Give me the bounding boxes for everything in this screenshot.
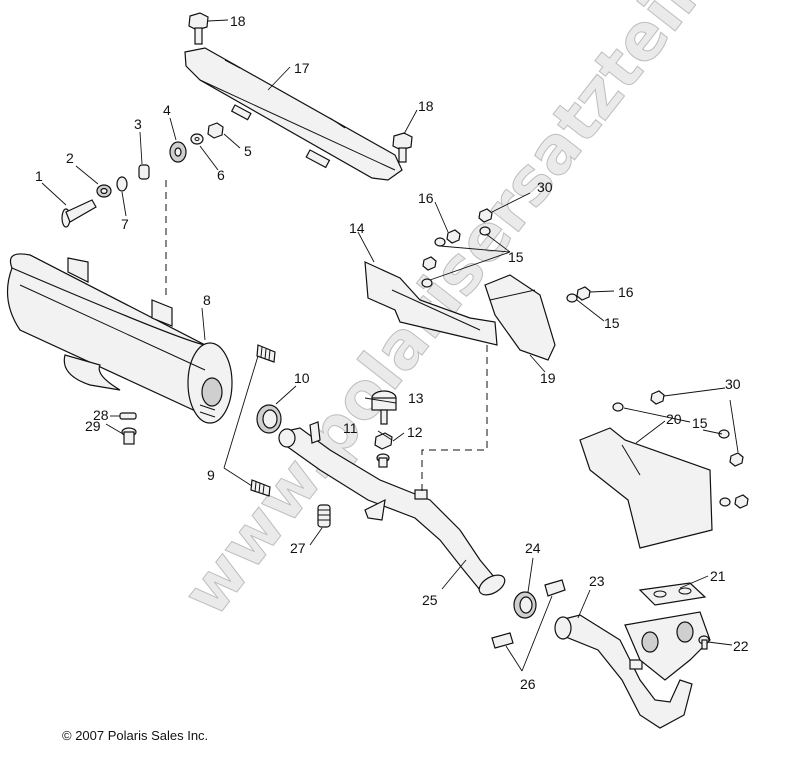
- part-18-bolt-top: [188, 12, 209, 45]
- callout-15a: 15: [508, 249, 524, 265]
- callout-20: 20: [666, 411, 682, 427]
- callout-14: 14: [349, 220, 365, 236]
- part-3-spacer: [138, 164, 150, 180]
- part-8-muffler: [6, 253, 233, 424]
- part-17-bracket: [184, 47, 403, 181]
- callout-1: 1: [35, 168, 43, 184]
- callout-26: 26: [520, 676, 536, 692]
- part-6-washer: [190, 133, 204, 145]
- part-2-bushing: [96, 184, 112, 198]
- callout-4: 4: [163, 102, 171, 118]
- callout-11: 11: [343, 420, 358, 436]
- callout-19: 19: [540, 370, 556, 386]
- part-11-bolt: [376, 453, 390, 468]
- callout-24: 24: [525, 540, 541, 556]
- leader-lines: [41, 19, 739, 672]
- part-10-gasket: [256, 404, 282, 434]
- callout-5: 5: [244, 143, 252, 159]
- callout-16b: 16: [618, 284, 634, 300]
- part-25-head-pipe: [278, 421, 506, 596]
- part-9-spring-lower: [250, 479, 271, 497]
- part-15-washers-upper: [421, 226, 578, 303]
- callout-23: 23: [589, 573, 605, 589]
- part-manifold-flange: [624, 611, 711, 681]
- part-4-grommet: [169, 141, 187, 163]
- callout-30b: 30: [725, 376, 741, 392]
- part-23-manifold-pipe: [554, 614, 693, 729]
- callout-28: 28: [93, 407, 109, 423]
- callout-15b: 15: [604, 315, 620, 331]
- part-5-nut: [207, 122, 224, 139]
- callout-30a: 30: [537, 179, 553, 195]
- callout-7: 7: [121, 216, 129, 232]
- part-22-bolt: [698, 635, 710, 650]
- callout-9: 9: [207, 467, 215, 483]
- callout-8: 8: [203, 292, 211, 308]
- callout-29: 29: [85, 418, 101, 434]
- part-30-bolts: [650, 390, 749, 509]
- part-13-damper: [371, 390, 397, 425]
- callout-13: 13: [408, 390, 424, 406]
- callout-12: 12: [407, 424, 423, 440]
- part-27-spring: [317, 504, 331, 528]
- part-14-bracket: [364, 261, 498, 346]
- callout-21: 21: [710, 568, 726, 584]
- copyright: © 2007 Polaris Sales Inc.: [62, 728, 208, 743]
- part-21-gasket: [638, 582, 707, 606]
- callout-3: 3: [134, 116, 142, 132]
- part-15-washers-lower: [612, 402, 731, 507]
- part-9-spring-upper: [256, 344, 276, 363]
- part-26-spring-upper: [544, 579, 566, 597]
- part-26-spring-lower: [491, 632, 514, 649]
- alignment-line-bracket: [421, 345, 488, 492]
- callout-25: 25: [422, 592, 438, 608]
- part-24-gasket: [513, 591, 537, 619]
- part-7-washer: [116, 176, 128, 192]
- callout-27: 27: [290, 540, 306, 556]
- callout-16a: 16: [418, 190, 434, 206]
- callout-15c: 15: [692, 415, 708, 431]
- part-19-heat-shield: [484, 274, 556, 361]
- callout-10: 10: [294, 370, 310, 386]
- part-20-heat-shield: [579, 427, 713, 549]
- callout-18a: 18: [230, 13, 246, 29]
- part-28-clip: [119, 412, 137, 420]
- callout-6: 6: [217, 167, 225, 183]
- callout-22: 22: [733, 638, 749, 654]
- callout-2: 2: [66, 150, 74, 166]
- part-29-fitting: [121, 427, 137, 445]
- part-18-bolt-right: [392, 132, 413, 163]
- part-16-bolts: [422, 208, 591, 301]
- callout-17: 17: [294, 60, 310, 76]
- part-1-bolt: [61, 199, 97, 228]
- callout-18b: 18: [418, 98, 434, 114]
